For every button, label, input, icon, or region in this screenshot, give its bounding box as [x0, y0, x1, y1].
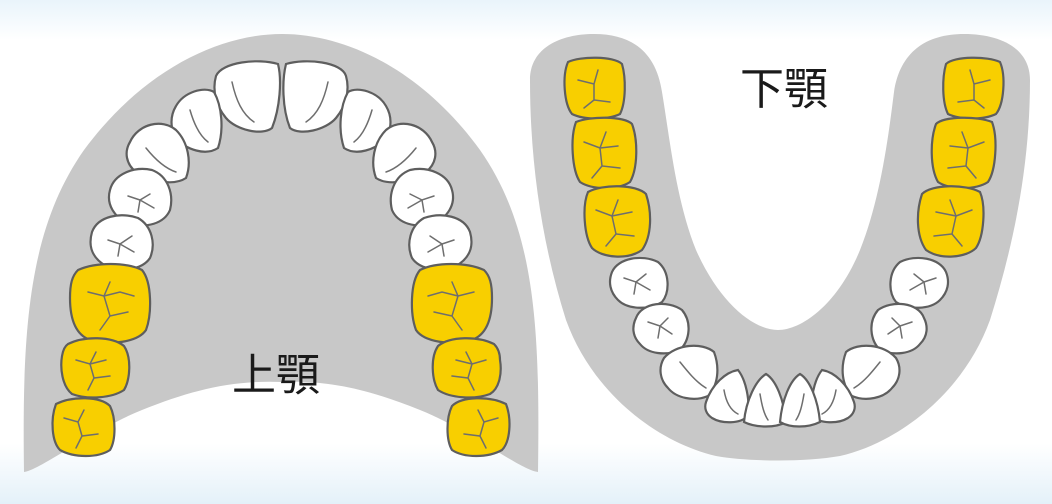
upper-tooth-canine-right — [372, 122, 437, 184]
lower-tooth-second-molar-left — [571, 116, 638, 190]
upper-tooth-third-molar-right — [446, 397, 511, 458]
lower-tooth-second-premolar-left — [608, 256, 669, 309]
upper-tooth-second-premolar-right — [408, 214, 473, 271]
lower-tooth-canine-right — [841, 344, 901, 400]
lower-tooth-third-molar-left — [563, 56, 626, 120]
lower-tooth-first-premolar-left — [632, 302, 690, 355]
upper-jaw: 上顎 — [23, 34, 539, 472]
lower-tooth-third-molar-right — [942, 56, 1005, 120]
lower-jaw-gum — [530, 34, 1030, 461]
upper-tooth-first-molar-left — [68, 262, 152, 344]
upper-tooth-first-molar-right — [410, 262, 494, 344]
upper-jaw-label: 上顎 — [232, 350, 320, 401]
upper-tooth-second-molar-left — [60, 337, 131, 399]
lower-tooth-second-premolar-right — [889, 256, 950, 309]
lower-tooth-central-incisor-right — [778, 372, 822, 428]
lower-tooth-central-incisor-left — [742, 372, 788, 428]
lower-jaw: 下顎 — [530, 34, 1030, 461]
upper-tooth-canine-left — [125, 122, 190, 184]
upper-tooth-third-molar-left — [51, 397, 116, 458]
lower-tooth-first-molar-right — [916, 185, 985, 258]
upper-tooth-second-premolar-left — [89, 214, 154, 271]
lower-tooth-first-premolar-right — [870, 302, 928, 355]
lower-tooth-first-molar-left — [583, 185, 652, 258]
upper-tooth-central-incisor-right — [282, 60, 349, 133]
upper-tooth-second-molar-right — [431, 337, 502, 399]
lower-jaw-label: 下顎 — [740, 64, 828, 115]
lower-tooth-second-molar-right — [930, 116, 997, 190]
